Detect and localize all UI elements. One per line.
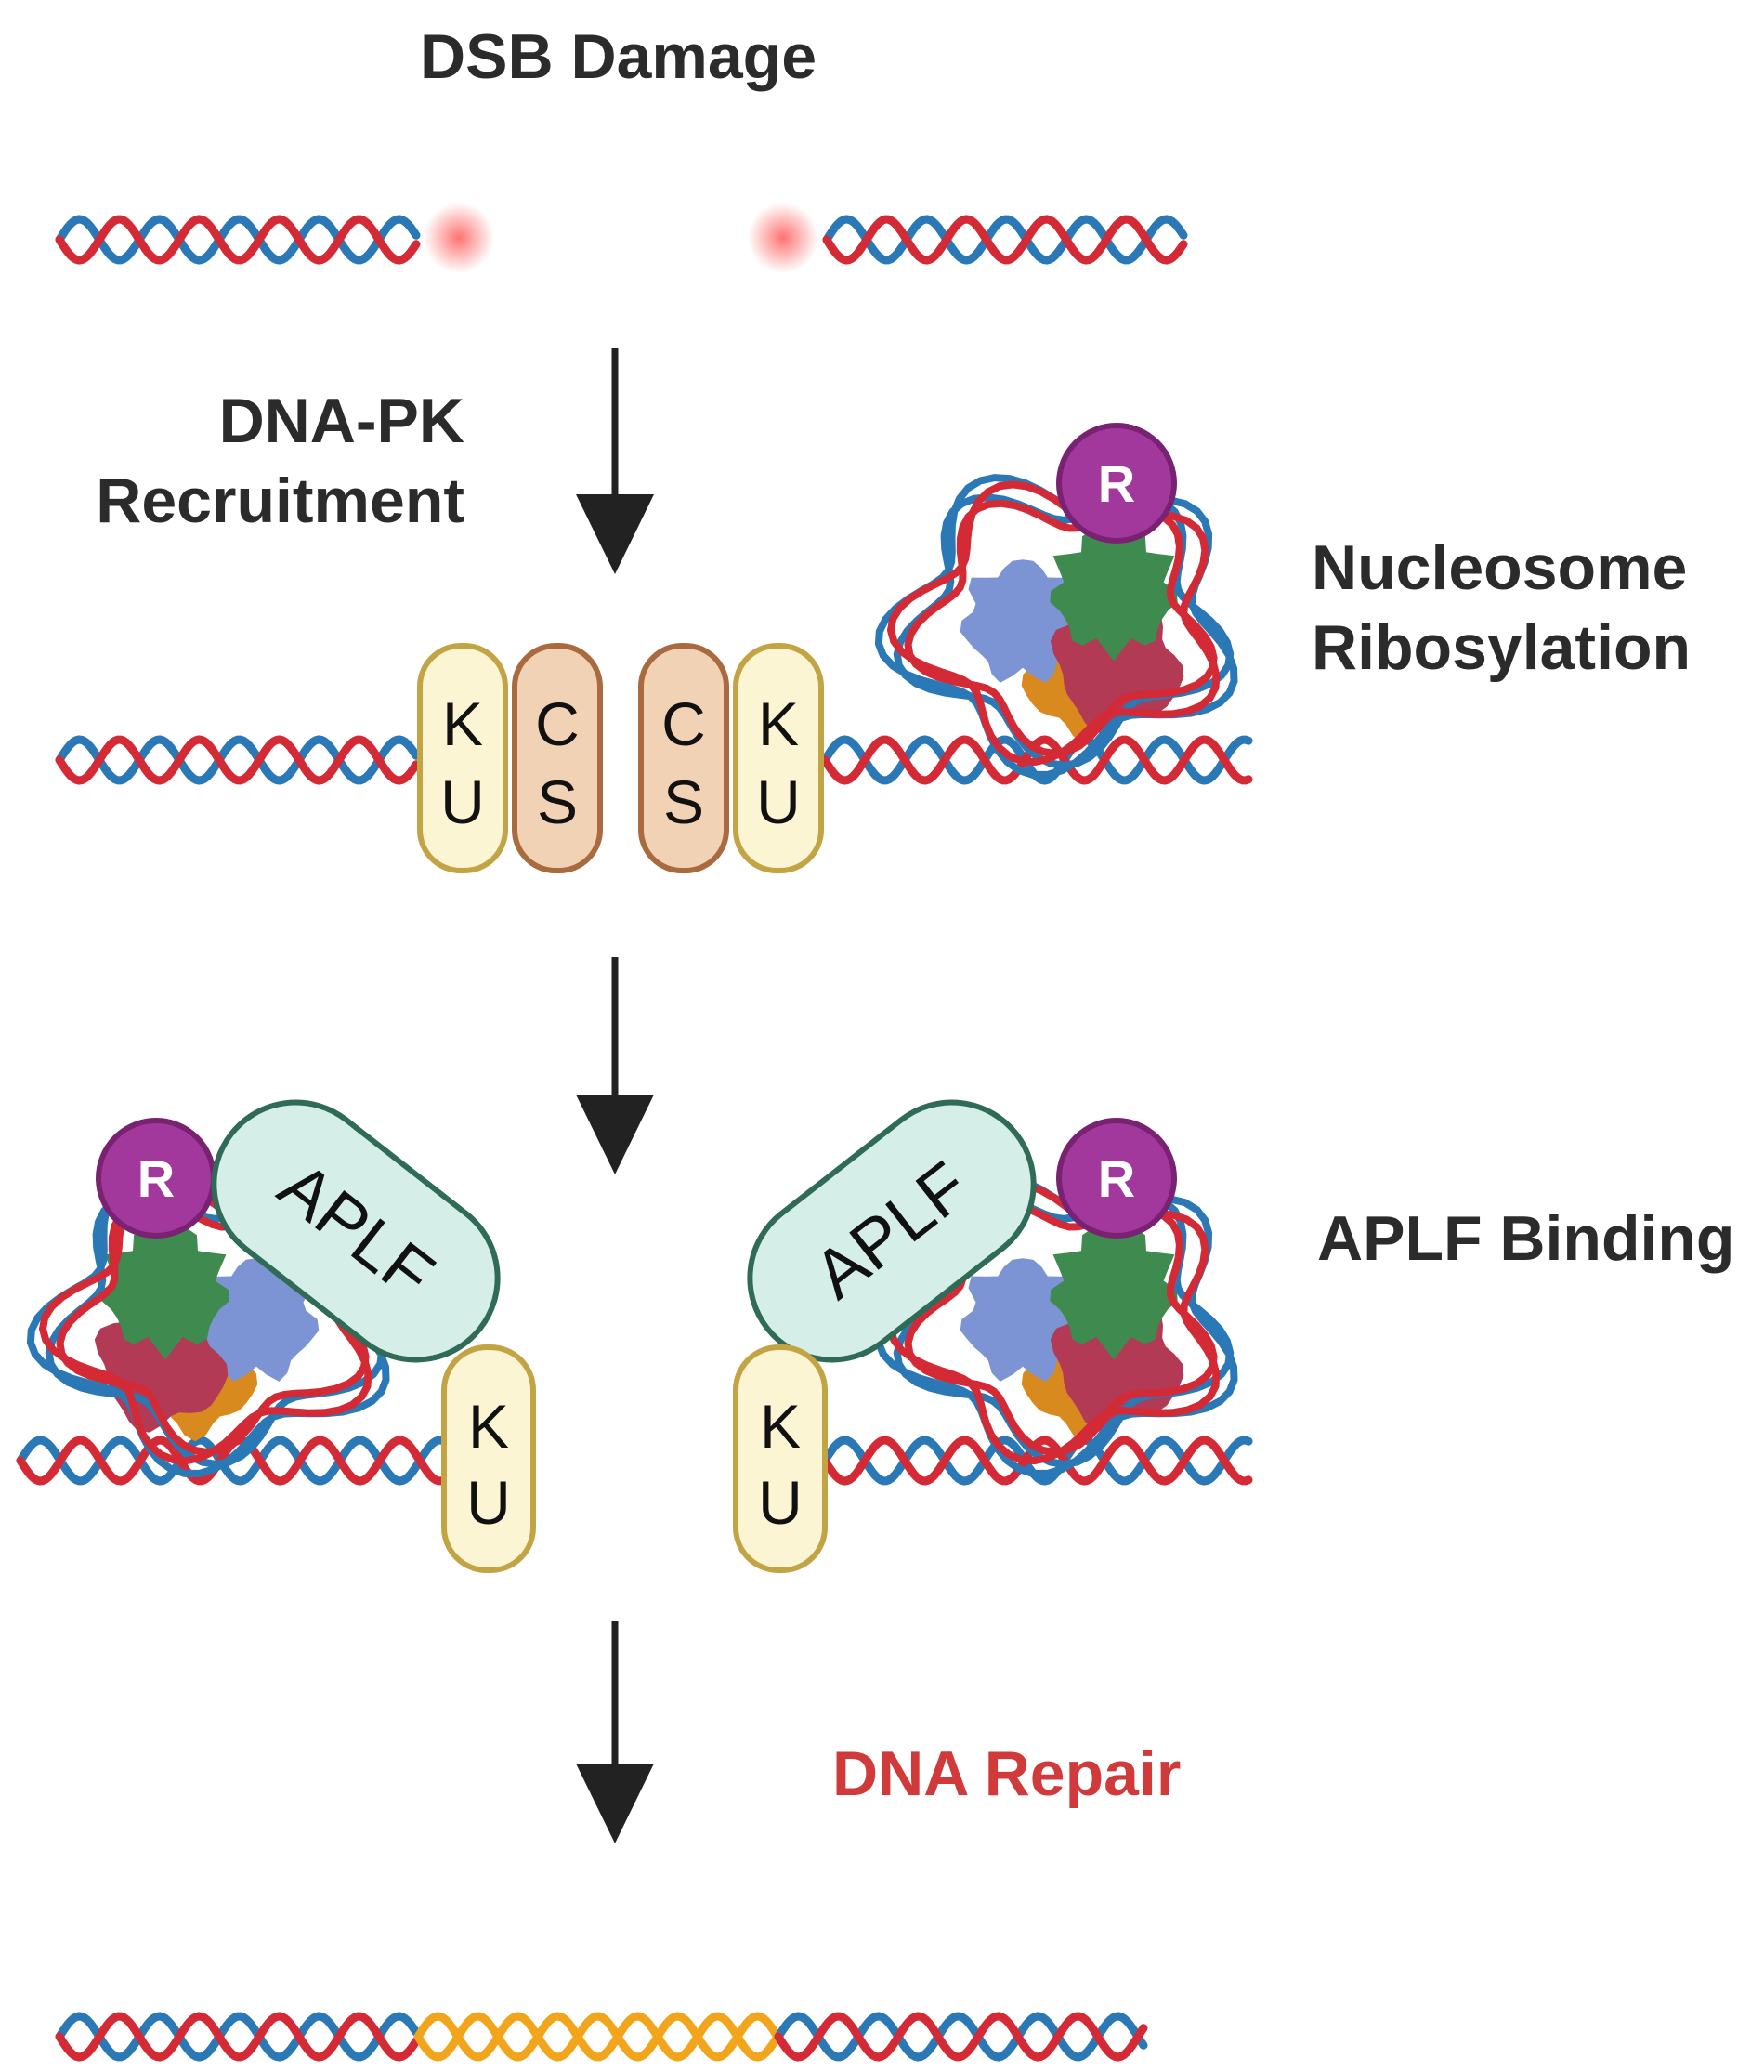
cs-protein-left: C S <box>512 643 603 873</box>
wrapped-dna-strand <box>886 480 1221 767</box>
ku-label-top: K <box>442 689 483 758</box>
dna-helix-left <box>55 215 421 265</box>
nucleosome <box>874 474 1238 779</box>
stage-dnapk-recruitment: R K U C S C S K U <box>55 423 1253 873</box>
ku-label-top: K <box>760 1392 801 1461</box>
dna-strand <box>55 735 421 785</box>
ku-protein-right: K U <box>733 643 824 873</box>
aplf-protein-right: APLF <box>747 1099 1037 1363</box>
dna-strand <box>774 2012 1148 2062</box>
histone-green <box>1050 1228 1178 1360</box>
stage-aplf-binding: R R APLF APLF K U K U <box>16 1099 1253 1573</box>
ku-protein-right: K U <box>733 1344 828 1573</box>
ku-protein-left: K U <box>441 1344 536 1573</box>
dna-strand <box>822 215 1188 265</box>
dna-strand <box>55 2012 421 2062</box>
ku-label-top: K <box>758 689 799 758</box>
ku-label-bottom: U <box>466 1468 511 1537</box>
label-nucleosome-line1: Nucleosome <box>1312 532 1688 603</box>
dna-strand <box>822 215 1188 265</box>
dna-helix-left <box>55 735 421 785</box>
histone-green <box>101 1228 229 1360</box>
dna-strand <box>55 735 421 785</box>
ribose-label: R <box>137 1149 175 1208</box>
ribose-label: R <box>1098 454 1135 513</box>
dna-strand <box>55 2012 421 2062</box>
stage-dna-repair <box>55 2012 1148 2062</box>
cs-label-top: C <box>535 689 580 758</box>
label-aplf-binding: APLF Binding <box>1317 1203 1735 1274</box>
aplf-protein-left: APLF <box>211 1099 501 1363</box>
dna-strand <box>774 2012 1148 2062</box>
flow-arrow-3 <box>576 1621 654 1843</box>
flow-arrow-2 <box>576 957 654 1174</box>
histone-green <box>1050 530 1178 662</box>
cs-label-top: C <box>661 689 706 758</box>
ku-label-top: K <box>468 1392 509 1461</box>
label-dnapk-line2: Recruitment <box>96 466 464 536</box>
dna-helix-right <box>822 215 1188 265</box>
ribose-marker: R <box>1056 423 1177 544</box>
cs-label-bottom: S <box>537 767 578 836</box>
dna-strand <box>413 2012 782 2062</box>
dna-helix-left <box>55 2012 421 2062</box>
dna-helix-right <box>774 2012 1148 2062</box>
flow-arrow-1 <box>576 348 654 574</box>
ribose-label: R <box>1098 1149 1135 1208</box>
cs-protein-right: C S <box>638 643 729 873</box>
ribose-marker-right: R <box>1056 1118 1177 1239</box>
dna-strand <box>413 2012 782 2062</box>
ku-protein-left: K U <box>417 643 508 873</box>
label-nucleosome-line2: Ribosylation <box>1312 612 1692 683</box>
label-dna-repair: DNA Repair <box>832 1738 1182 1809</box>
label-dnapk-line1: DNA-PK <box>218 386 464 456</box>
damage-site-glow-right <box>748 203 818 273</box>
label-dsb-damage: DSB Damage <box>420 21 817 92</box>
ribose-marker-left: R <box>96 1118 216 1239</box>
wrapped-dna-strand <box>874 474 1238 779</box>
ku-label-bottom: U <box>758 1468 803 1537</box>
dna-strand <box>16 1436 449 1486</box>
dna-strand <box>55 215 421 265</box>
stage-dsb-damage <box>55 203 1188 273</box>
ku-label-bottom: U <box>440 767 485 836</box>
dna-helix-repaired-segment <box>413 2012 782 2062</box>
ku-label-bottom: U <box>756 767 801 836</box>
cs-label-bottom: S <box>663 767 704 836</box>
dna-strand <box>820 735 1253 785</box>
damage-site-glow-left <box>424 203 494 273</box>
dna-strand <box>55 215 421 265</box>
